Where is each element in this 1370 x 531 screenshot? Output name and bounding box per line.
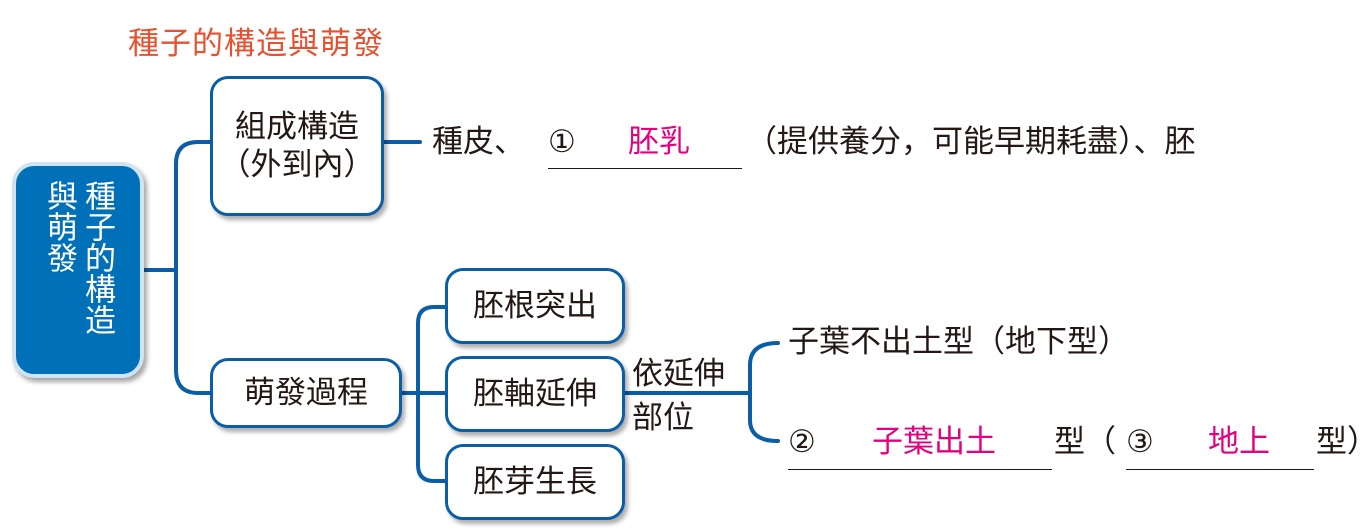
step-node-2: 胚軸延伸	[445, 356, 625, 432]
answer-3: 地上	[1208, 424, 1270, 460]
structure-suffix: （提供養分，可能早期耗盡）、胚	[746, 124, 1196, 160]
step-node-1: 胚根突出	[445, 268, 625, 344]
blank-number-2: ②	[788, 424, 816, 460]
structure-prefix: 種皮、	[432, 124, 525, 160]
root-node: 種子的構造 與萌發	[12, 162, 144, 378]
blank-underline-2	[788, 469, 1052, 470]
type-a-text: 子葉不出土型（地下型）	[788, 324, 1129, 360]
structure-node: 組成構造 （外到內）	[210, 76, 384, 216]
branch-label-line1: 依延伸	[632, 356, 725, 392]
germination-node: 萌發過程	[210, 358, 402, 428]
blank-underline-3	[1126, 469, 1314, 470]
root-label-col2: 與萌發	[41, 180, 77, 273]
branch-label-line2: 部位	[632, 400, 694, 436]
blank-number-1: ①	[548, 124, 576, 160]
type-b-end: 型）	[1316, 424, 1370, 460]
answer-1: 胚乳	[628, 124, 690, 160]
page-title: 種子的構造與萌發	[128, 26, 384, 62]
blank-number-3: ③	[1126, 424, 1154, 460]
answer-2: 子葉出土	[872, 424, 996, 460]
step-node-3: 胚芽生長	[445, 444, 625, 520]
structure-label-line1: 組成構造	[235, 109, 359, 145]
structure-label-line2: （外到內）	[219, 147, 375, 183]
root-label-col1: 種子的構造	[79, 180, 115, 335]
type-b-middle: 型（	[1054, 424, 1116, 460]
blank-underline-1	[548, 168, 742, 169]
